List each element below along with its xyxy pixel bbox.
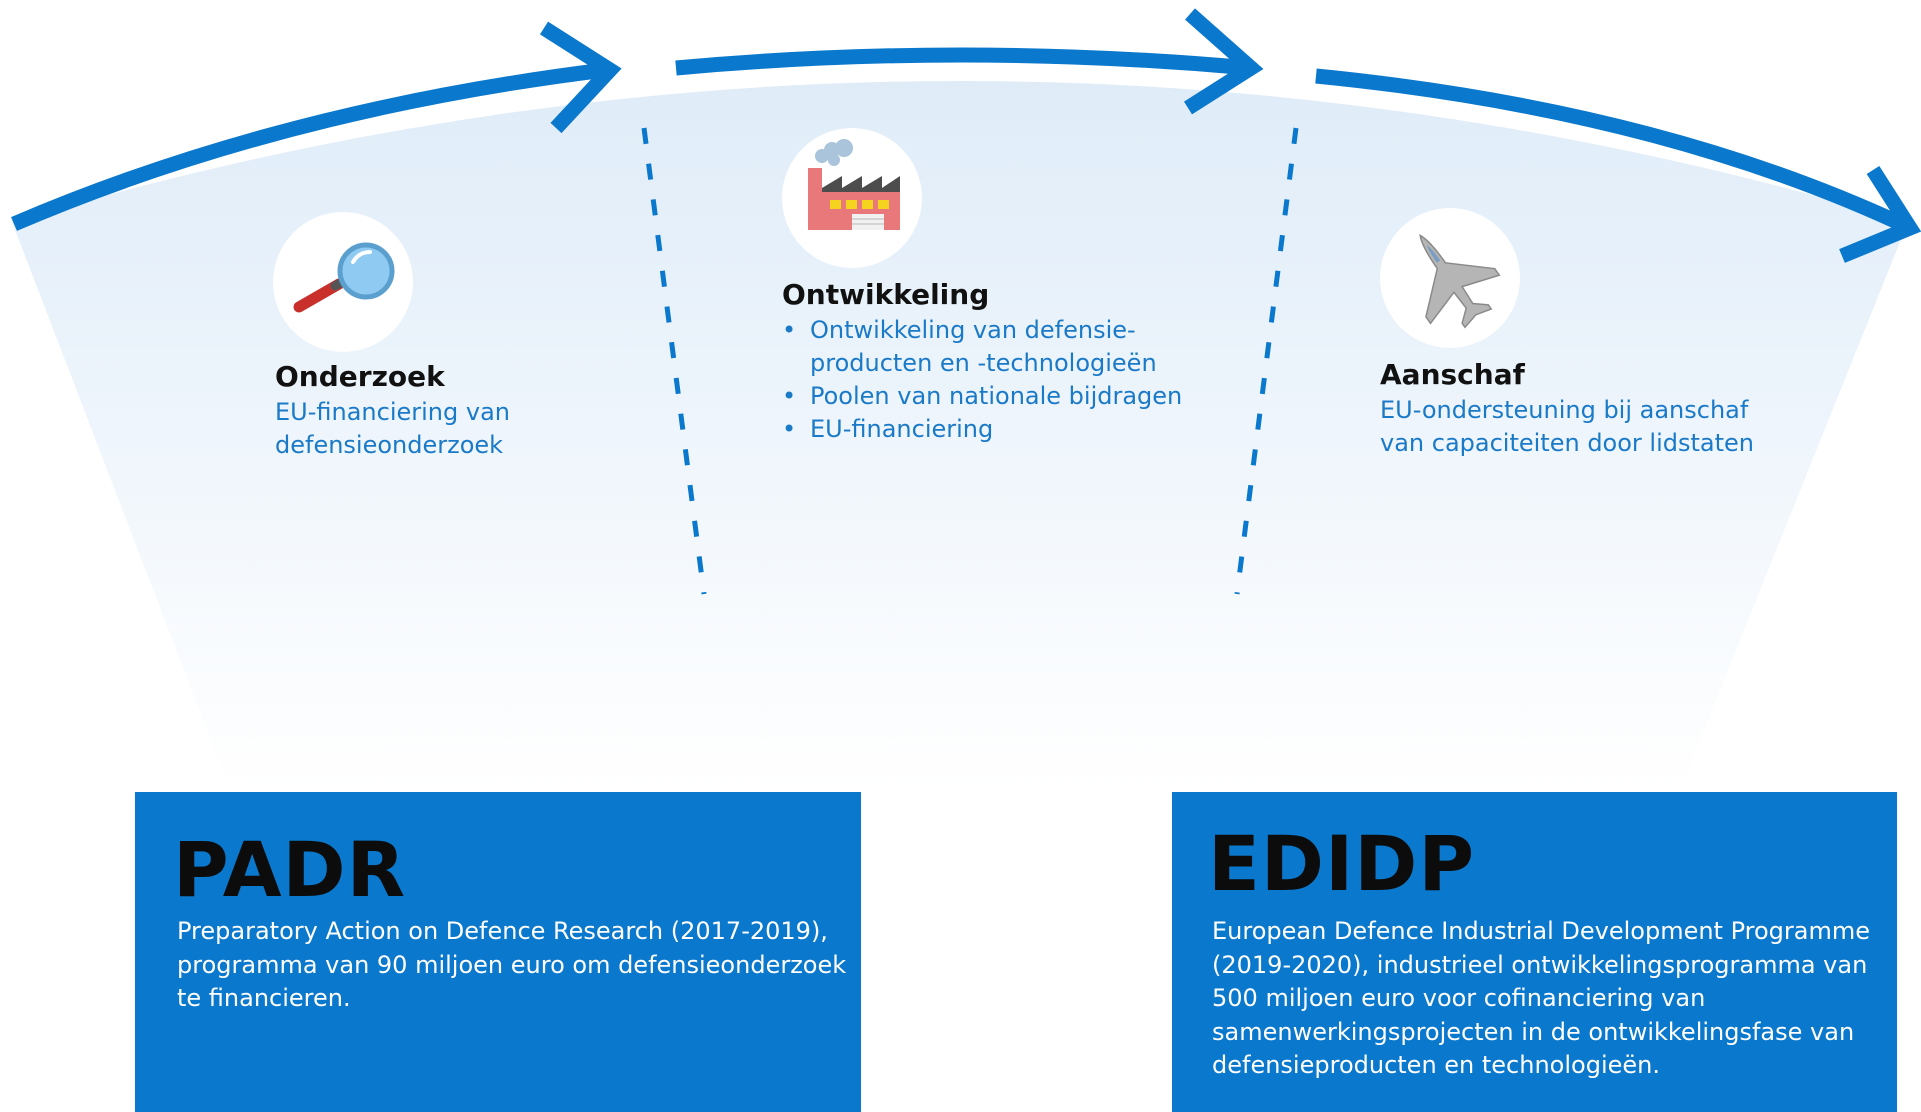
stage-separator-1 xyxy=(641,127,707,595)
program-name-edidp: EDIDP xyxy=(1208,819,1476,908)
magnifying-glass-icon xyxy=(293,242,395,313)
stage-desc-aanschaf: EU-ondersteuning bij aanschaf van capaci… xyxy=(1380,394,1754,460)
stage-title-aanschaf: Aanschaf xyxy=(1380,358,1525,391)
stage-bullets-ontwikkeling: • Ontwikkeling van defensie- producten e… xyxy=(782,314,1182,446)
program-desc-line: European Defence Industrial Development … xyxy=(1212,917,1870,945)
bullet-symbol: • xyxy=(782,382,797,410)
list-item-text: EU-financiering xyxy=(810,415,994,443)
list-item: • EU-financiering xyxy=(782,413,1182,446)
program-desc-line: Preparatory Action on Defence Research (… xyxy=(177,917,828,945)
stage-title-onderzoek: Onderzoek xyxy=(275,360,445,393)
bullet-symbol: • xyxy=(782,316,797,344)
research-icon-circle xyxy=(273,212,413,352)
program-desc-edidp: European Defence Industrial Development … xyxy=(1212,915,1870,1083)
list-item-text: Ontwikkeling van defensie- xyxy=(810,316,1136,344)
arrow-procurement-onward xyxy=(1315,68,1921,263)
stage-desc-line: defensieonderzoek xyxy=(275,431,504,459)
stage-desc-line: van capaciteiten door lidstaten xyxy=(1380,429,1754,457)
program-desc-line: defensieproducten en technologieën. xyxy=(1212,1051,1660,1079)
arrow-development-to-procurement xyxy=(675,8,1264,115)
factory-icon xyxy=(808,139,900,230)
program-desc-padr: Preparatory Action on Defence Research (… xyxy=(177,915,846,1016)
stage-separator-2 xyxy=(1234,127,1299,595)
procurement-icon-circle xyxy=(1380,208,1520,348)
program-desc-line: (2019-2020), industrieel ontwikkelingspr… xyxy=(1212,950,1868,979)
program-box-edidp: EDIDP European Defence Industrial Develo… xyxy=(1172,792,1897,1112)
program-desc-line: 500 miljoen euro voor cofinanciering van xyxy=(1212,984,1706,1012)
stage-title-ontwikkeling: Ontwikkeling xyxy=(782,278,990,311)
list-item: • Ontwikkeling van defensie- producten e… xyxy=(782,314,1182,380)
program-desc-line: te financieren. xyxy=(177,984,351,1012)
fighter-jet-icon xyxy=(1419,234,1501,329)
program-box-padr: PADR Preparatory Action on Defence Resea… xyxy=(135,792,861,1112)
program-name-padr: PADR xyxy=(173,825,407,914)
program-desc-line: programma van 90 miljoen euro om defensi… xyxy=(177,950,847,979)
stage-desc-line: EU-ondersteuning bij aanschaf xyxy=(1380,396,1749,424)
list-item-text: producten en -technologieën xyxy=(810,349,1157,377)
stage-desc-line: EU-financiering van xyxy=(275,398,510,426)
program-desc-line: samenwerkingsprojecten in de ontwikkelin… xyxy=(1212,1017,1855,1046)
stage-desc-onderzoek: EU-financiering van defensieonderzoek xyxy=(275,396,510,462)
arrow-research-to-development xyxy=(11,21,622,231)
list-item-text: Poolen van nationale bijdragen xyxy=(810,382,1183,410)
development-icon-circle xyxy=(782,128,922,268)
list-item: • Poolen van nationale bijdragen xyxy=(782,380,1182,413)
bullet-symbol: • xyxy=(782,415,797,443)
